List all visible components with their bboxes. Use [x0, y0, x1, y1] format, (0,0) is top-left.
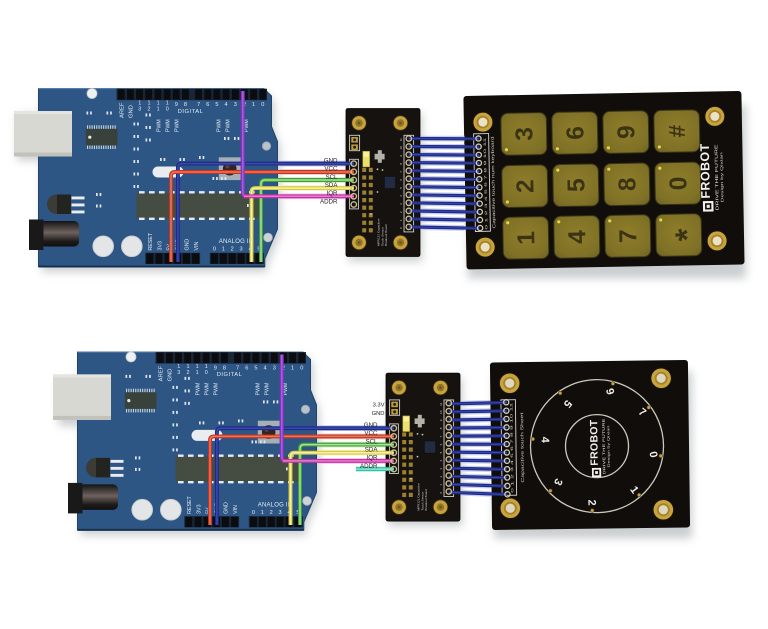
svg-text:4: 4	[225, 102, 228, 108]
svg-text:RESET: RESET	[148, 232, 154, 250]
svg-text:GND: GND	[185, 239, 191, 251]
svg-text:6: 6	[206, 102, 209, 108]
svg-text:7: 7	[197, 102, 200, 108]
svg-text:GND: GND	[129, 105, 135, 118]
svg-text:GND: GND	[364, 422, 378, 429]
svg-text:6: 6	[562, 126, 589, 140]
svg-text:Design by Qixian: Design by Qixian	[606, 425, 611, 467]
svg-text:2: 2	[585, 500, 597, 506]
svg-text:2: 2	[148, 107, 151, 113]
svg-text:8: 8	[184, 102, 187, 108]
svg-text:8: 8	[614, 177, 641, 191]
svg-text:0: 0	[213, 247, 216, 253]
svg-text:11: 11	[399, 138, 403, 141]
svg-text:SDA: SDA	[325, 182, 339, 189]
svg-text:2: 2	[231, 247, 234, 253]
svg-text:PWM: PWM	[226, 119, 232, 132]
svg-text:PWM: PWM	[217, 119, 223, 132]
svg-text:VCC: VCC	[364, 430, 378, 437]
svg-text:Capacitive touch Sheet: Capacitive touch Sheet	[519, 411, 525, 482]
svg-text:3: 3	[511, 127, 538, 141]
svg-text:7: 7	[615, 229, 642, 243]
svg-text:ANALOG IN: ANALOG IN	[219, 239, 253, 245]
svg-text:#: #	[664, 124, 690, 137]
svg-text:4: 4	[539, 437, 551, 444]
svg-text:SDA: SDA	[365, 447, 379, 454]
svg-text:4: 4	[564, 230, 591, 244]
svg-text:AREF: AREF	[120, 102, 126, 118]
svg-text:1: 1	[252, 102, 255, 108]
svg-text:1: 1	[222, 247, 225, 253]
svg-text:GND: GND	[324, 157, 338, 164]
svg-text:Breakout Board: Breakout Board	[384, 224, 388, 246]
svg-text:9: 9	[613, 125, 640, 139]
svg-text:ADDR: ADDR	[320, 198, 338, 205]
svg-text:SCL: SCL	[365, 438, 378, 445]
svg-text:PWM: PWM	[166, 119, 172, 132]
svg-text:0: 0	[166, 107, 169, 113]
svg-text:IQR: IQR	[326, 190, 338, 197]
svg-text:0: 0	[261, 102, 264, 108]
svg-text:5: 5	[215, 102, 218, 108]
svg-text:VCC: VCC	[324, 166, 338, 173]
svg-text:3: 3	[240, 247, 243, 253]
svg-text:FROBOT: FROBOT	[588, 419, 601, 466]
svg-text:VIN: VIN	[194, 241, 200, 250]
svg-text:3: 3	[234, 102, 237, 108]
svg-text:ADDR: ADDR	[360, 463, 378, 470]
svg-text:0: 0	[665, 176, 692, 190]
svg-text:3: 3	[138, 107, 141, 113]
svg-text:PWM: PWM	[244, 119, 250, 132]
svg-text:10: 10	[399, 146, 403, 150]
svg-text:5: 5	[563, 178, 590, 192]
svg-text:FROBOT: FROBOT	[698, 143, 713, 198]
svg-text:1: 1	[513, 231, 540, 245]
svg-text:3V3: 3V3	[157, 241, 163, 250]
svg-text:GND: GND	[372, 411, 385, 417]
svg-text:PWM: PWM	[175, 119, 181, 132]
svg-text:DIGITAL: DIGITAL	[178, 109, 204, 115]
svg-text:PWM: PWM	[157, 119, 163, 132]
svg-text:9: 9	[175, 102, 178, 108]
svg-text:SCL: SCL	[325, 174, 338, 181]
svg-text:3.3V: 3.3V	[373, 403, 385, 409]
svg-text:*: *	[668, 228, 705, 242]
svg-text:2: 2	[512, 179, 539, 193]
svg-text:IQR: IQR	[366, 455, 378, 462]
svg-text:1: 1	[157, 107, 160, 113]
